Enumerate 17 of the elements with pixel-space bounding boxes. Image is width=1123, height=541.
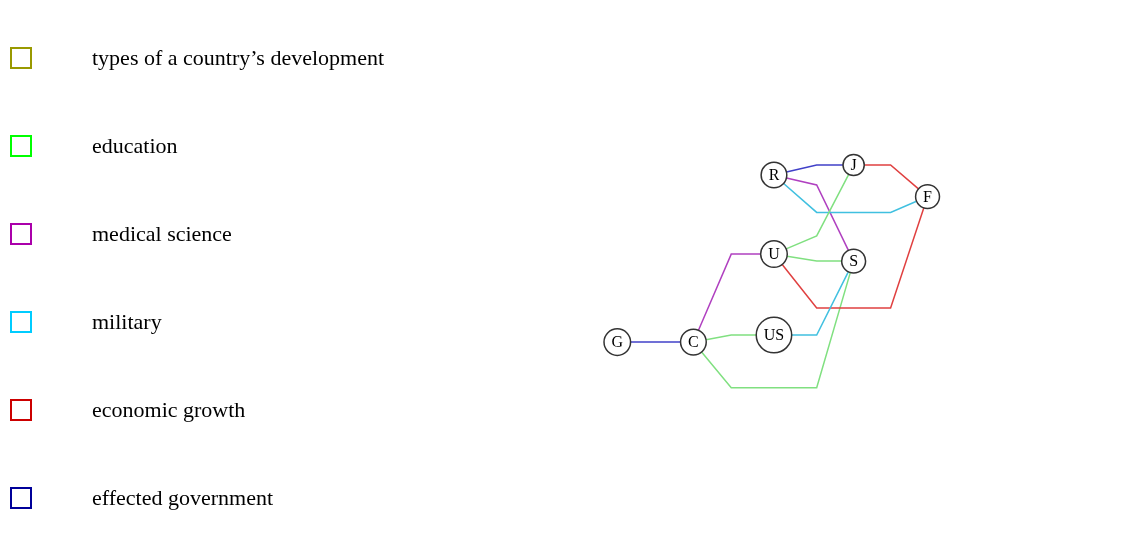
legend-label: economic growth bbox=[92, 397, 246, 423]
legend-label: education bbox=[92, 133, 178, 159]
connector bbox=[781, 207, 925, 309]
node-circle: U bbox=[759, 240, 788, 269]
connector bbox=[700, 271, 851, 389]
connector bbox=[782, 182, 918, 214]
node-circle: C bbox=[679, 328, 707, 356]
node-circle: R bbox=[760, 161, 788, 189]
legend-label: effected government bbox=[92, 485, 273, 511]
legend-label: military bbox=[92, 309, 162, 335]
legend-label: types of a country’s development bbox=[92, 45, 385, 71]
node-circle: J bbox=[842, 153, 865, 177]
node-circle: F bbox=[914, 184, 940, 210]
legend-label: medical science bbox=[92, 221, 232, 247]
node-circle: S bbox=[840, 248, 867, 274]
node-circle: G bbox=[603, 328, 632, 357]
node-circle: US bbox=[755, 316, 793, 354]
